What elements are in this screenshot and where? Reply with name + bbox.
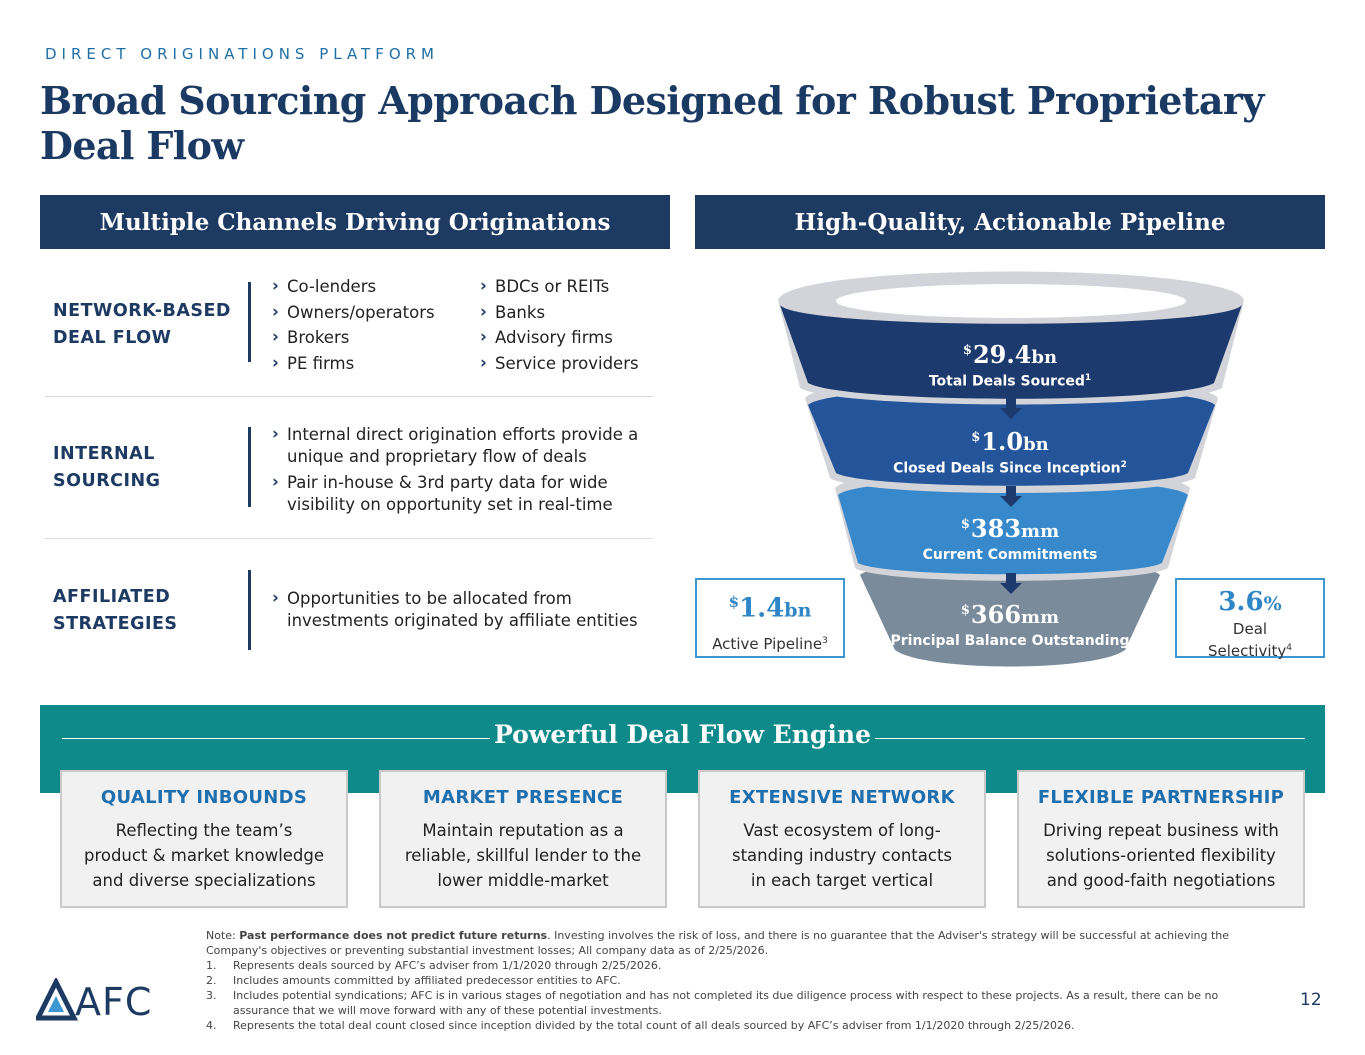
pipeline-heading: High-Quality, Actionable Pipeline	[695, 195, 1325, 249]
list-item: Owners/operators	[272, 299, 435, 326]
band-rule	[62, 738, 490, 739]
list-item: BDCs or REITs	[480, 273, 639, 300]
network-list-col2: BDCs or REITs Banks Advisory firms Servi…	[480, 273, 639, 377]
list-item: Brokers	[272, 324, 435, 351]
channel-divider	[248, 282, 251, 362]
channel-label-network: NETWORK-BASED DEAL FLOW	[53, 301, 231, 348]
list-item: Service providers	[480, 350, 639, 377]
funnel-label-total-sourced: Total Deals Sourced1	[928, 373, 1092, 390]
channels-heading: Multiple Channels Driving Originations	[40, 195, 670, 249]
card-flexible-partnership: FLEXIBLE PARTNERSHIP Driving repeat busi…	[1017, 770, 1305, 908]
funnel-label-closed: Closed Deals Since Inception2	[893, 460, 1127, 477]
funnel-value-total-sourced: $29.4bn	[962, 340, 1058, 369]
channel-label-internal: INTERNAL SOURCING	[53, 444, 161, 491]
footnote-item: 4.Represents the total deal count closed…	[206, 1019, 1075, 1032]
pipeline-funnel	[778, 271, 1244, 667]
funnel-label-outstanding: Principal Balance Outstanding	[890, 633, 1130, 649]
list-item: Banks	[480, 299, 639, 326]
list-item: Opportunities to be allocated frominvest…	[272, 587, 638, 631]
page-number: 12	[1300, 990, 1322, 1010]
funnel-tier-2	[808, 387, 1215, 486]
footnotes: Note: Past performance does not predict …	[206, 928, 1266, 1033]
list-item: Internal direct origination efforts prov…	[272, 423, 638, 467]
afc-logo-icon	[36, 978, 79, 1021]
funnel-value-commitments: $383mm	[960, 514, 1060, 543]
funnel-tier-3	[838, 479, 1188, 575]
list-item: Pair in-house & 3rd party data for widev…	[272, 471, 638, 515]
section-eyebrow: DIRECT ORIGINATIONS PLATFORM	[45, 45, 440, 63]
band-rule	[875, 738, 1305, 739]
funnel-tier-1	[780, 305, 1242, 399]
network-list-col1: Co-lenders Owners/operators Brokers PE f…	[272, 273, 435, 377]
down-arrow-icon	[1000, 486, 1022, 507]
engine-heading: Powerful Deal Flow Engine	[494, 720, 871, 749]
affiliated-list: Opportunities to be allocated frominvest…	[272, 587, 638, 636]
footnote-item: 1.Represents deals sourced by AFC’s advi…	[206, 959, 662, 972]
active-pipeline-label: Active Pipeline3	[712, 634, 828, 653]
funnel-value-outstanding: $366mm	[960, 600, 1060, 629]
footnote-item: 2.Includes amounts committed by affiliat…	[206, 974, 621, 987]
card-market-presence: MARKET PRESENCE Maintain reputation as a…	[379, 770, 667, 908]
active-pipeline-box: $1.4bn Active Pipeline3	[695, 578, 845, 658]
active-pipeline-value: $1.4bn	[728, 593, 812, 624]
funnel-opening	[836, 284, 1186, 318]
funnel-tier-4	[860, 560, 1160, 667]
down-arrow-icon	[1000, 573, 1022, 594]
deal-selectivity-value: 3.6%	[1218, 587, 1282, 617]
footnote-item: 3.Includes potential syndications; AFC i…	[206, 989, 1219, 1017]
list-item: PE firms	[272, 350, 435, 377]
channel-label-affiliated: AFFILIATED STRATEGIES	[53, 587, 178, 634]
row-separator	[45, 396, 653, 397]
row-separator	[45, 538, 653, 539]
channel-divider	[248, 427, 251, 507]
card-extensive-network: EXTENSIVE NETWORK Vast ecosystem of long…	[698, 770, 986, 908]
page-title: Broad Sourcing Approach Designed for Rob…	[40, 78, 1264, 168]
down-arrow-icon	[1000, 398, 1022, 419]
list-item: Advisory firms	[480, 324, 639, 351]
channel-divider	[248, 570, 251, 650]
funnel-value-closed: $1.0bn	[971, 427, 1049, 456]
logo-wordmark: AFC	[75, 980, 153, 1024]
funnel-label-commitments: Current Commitments	[922, 547, 1098, 563]
internal-list: Internal direct origination efforts prov…	[272, 423, 638, 520]
list-item: Co-lenders	[272, 273, 435, 300]
